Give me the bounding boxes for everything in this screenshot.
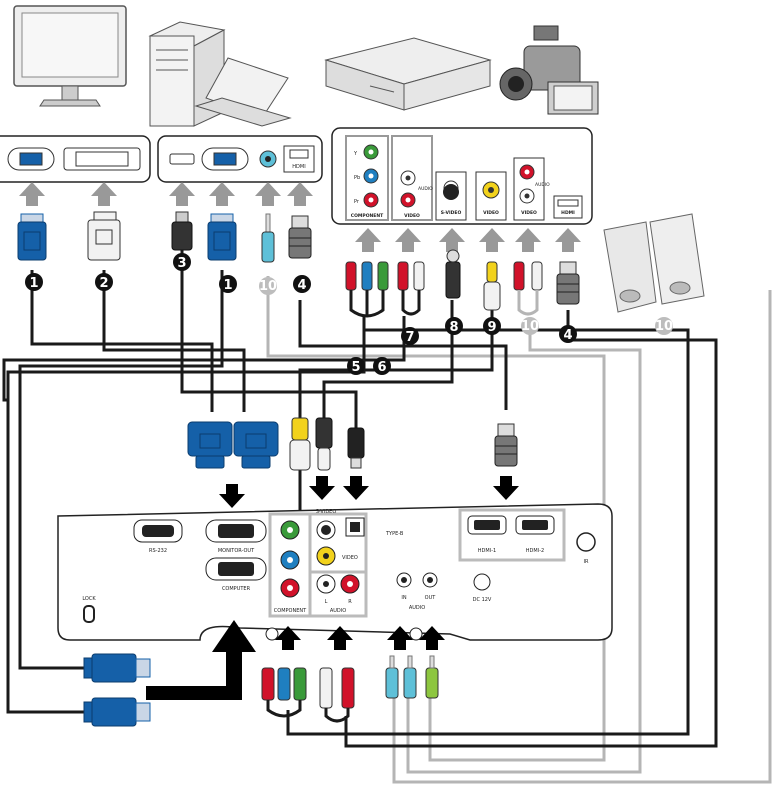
badge-1-vga-pc: 1 [219,275,237,293]
badge-4-hdmi-av-text: 4 [563,328,572,343]
pc-hdmi-label: HDMI [292,164,305,170]
badge-6-component-vga-text: 6 [377,360,386,375]
badge-1-vga-text: 1 [29,276,38,291]
mid-video-plug [290,418,310,470]
av-video-label-2: VIDEO [483,210,499,216]
projector-audio-label-2: AUDIO [409,605,425,611]
audio-out-label: OUT [425,595,437,601]
badge-10-audio-pc: 10 [259,277,277,295]
badge-1-vga: 1 [25,273,43,291]
component-pb-label: Pb [354,175,360,181]
badge-10-speakers-text: 10 [655,319,673,334]
mid-usb-plug [348,428,364,468]
projector-svideo-label: S-VIDEO [316,509,337,515]
monitor-port-panel [0,136,150,182]
audio-rca-plugs-2 [514,262,542,314]
svideo-plug-top [446,250,460,298]
bottom-component-plugs [262,668,306,716]
dvd-player-illustration [326,38,490,110]
av-port-panel: Y Pb Pr COMPONENT AUDIO VIDEO S-VIDEO VI… [332,128,592,224]
audio-in-label: IN [401,595,406,601]
mid-hdmi-plug [495,424,517,466]
mid-svideo-plug [316,418,332,470]
bottom-audio-jack-plugs [386,656,438,698]
usb-type-b-label: TYPE-B [385,531,404,537]
bottom-vga-plug-1 [84,654,150,682]
badge-6-component-vga: 6 [373,357,391,375]
badge-3-usb: 3 [173,253,191,271]
badge-9-video-text: 9 [487,320,496,335]
speakers-illustration [604,214,704,312]
av-video-label-1: VIDEO [404,213,420,219]
top-dvi-plug [88,212,120,260]
pc-port-panel: HDMI [158,136,322,182]
projector-component-label: COMPONENT [274,608,307,614]
badge-10-audio-av: 10 [521,317,539,335]
top-usb-plug [172,212,192,250]
badge-5-component-text: 5 [351,360,360,375]
top-vga-plug-1 [18,214,46,260]
badge-9-video: 9 [483,317,501,335]
projector-video-label: VIDEO [342,555,358,561]
mid-vga-plug-2 [234,422,278,468]
badge-8-svideo: 8 [445,317,463,335]
computer-label: COMPUTER [222,586,251,592]
monitor-illustration [14,6,126,106]
av-audio-label-1: AUDIO [418,186,433,192]
badge-4-hdmi-pc: 4 [293,275,311,293]
badge-4-hdmi-pc-text: 4 [297,278,306,293]
badge-10-speakers: 10 [655,317,673,335]
component-rca-plugs [346,262,388,316]
rs232-label: RS-232 [149,548,167,554]
audio-rca-plugs-1 [398,262,424,314]
lock-label: LOCK [82,596,96,602]
ir-label: IR [584,559,589,565]
top-audio-jack-plug [262,214,274,262]
badge-7-audio-text: 7 [405,330,414,345]
audio-r-label: R [348,599,352,605]
badge-8-svideo-text: 8 [449,320,458,335]
badge-7-audio: 7 [401,327,419,345]
dc-12v-label: DC 12V [473,597,492,603]
arrows-into-projector-top [219,476,519,508]
badge-4-hdmi-av: 4 [559,325,577,343]
projector-rear-panel: RS-232 MONITOR-OUT COMPUTER LOCK COMPONE… [58,504,612,640]
badge-5-component: 5 [347,357,365,375]
top-vga-plug-2 [208,214,236,260]
badge-2-dvi-text: 2 [99,276,108,291]
badge-2-dvi: 2 [95,273,113,291]
av-hdmi-label: HDMI [561,210,575,216]
top-hdmi-plug-1 [289,216,311,258]
hdmi-1-label: HDMI-1 [478,548,496,554]
av-component-label: COMPONENT [351,213,384,219]
badge-10-audio-av-text: 10 [521,319,539,334]
av-audio-label-2: AUDIO [535,182,550,188]
bottom-vga-plug-2 [84,698,150,726]
video-rca-plug-top [484,262,500,310]
camcorder-illustration [500,26,598,114]
bottom-audio-rca-plugs [320,668,354,721]
monitor-out-label: MONITOR-OUT [218,548,255,554]
badge-10-audio-pc-text: 10 [259,279,277,294]
audio-l-label: L [325,599,328,605]
projector-audio-label-1: AUDIO [330,608,346,614]
mid-vga-plug-1 [188,422,232,468]
hdmi-2-label: HDMI-2 [526,548,544,554]
av-video-label-3: VIDEO [521,210,537,216]
badge-3-usb-text: 3 [177,256,186,271]
top-hdmi-plug-2 [557,262,579,304]
badge-1-vga-pc-text: 1 [223,278,232,293]
av-svideo-label: S-VIDEO [441,210,462,216]
